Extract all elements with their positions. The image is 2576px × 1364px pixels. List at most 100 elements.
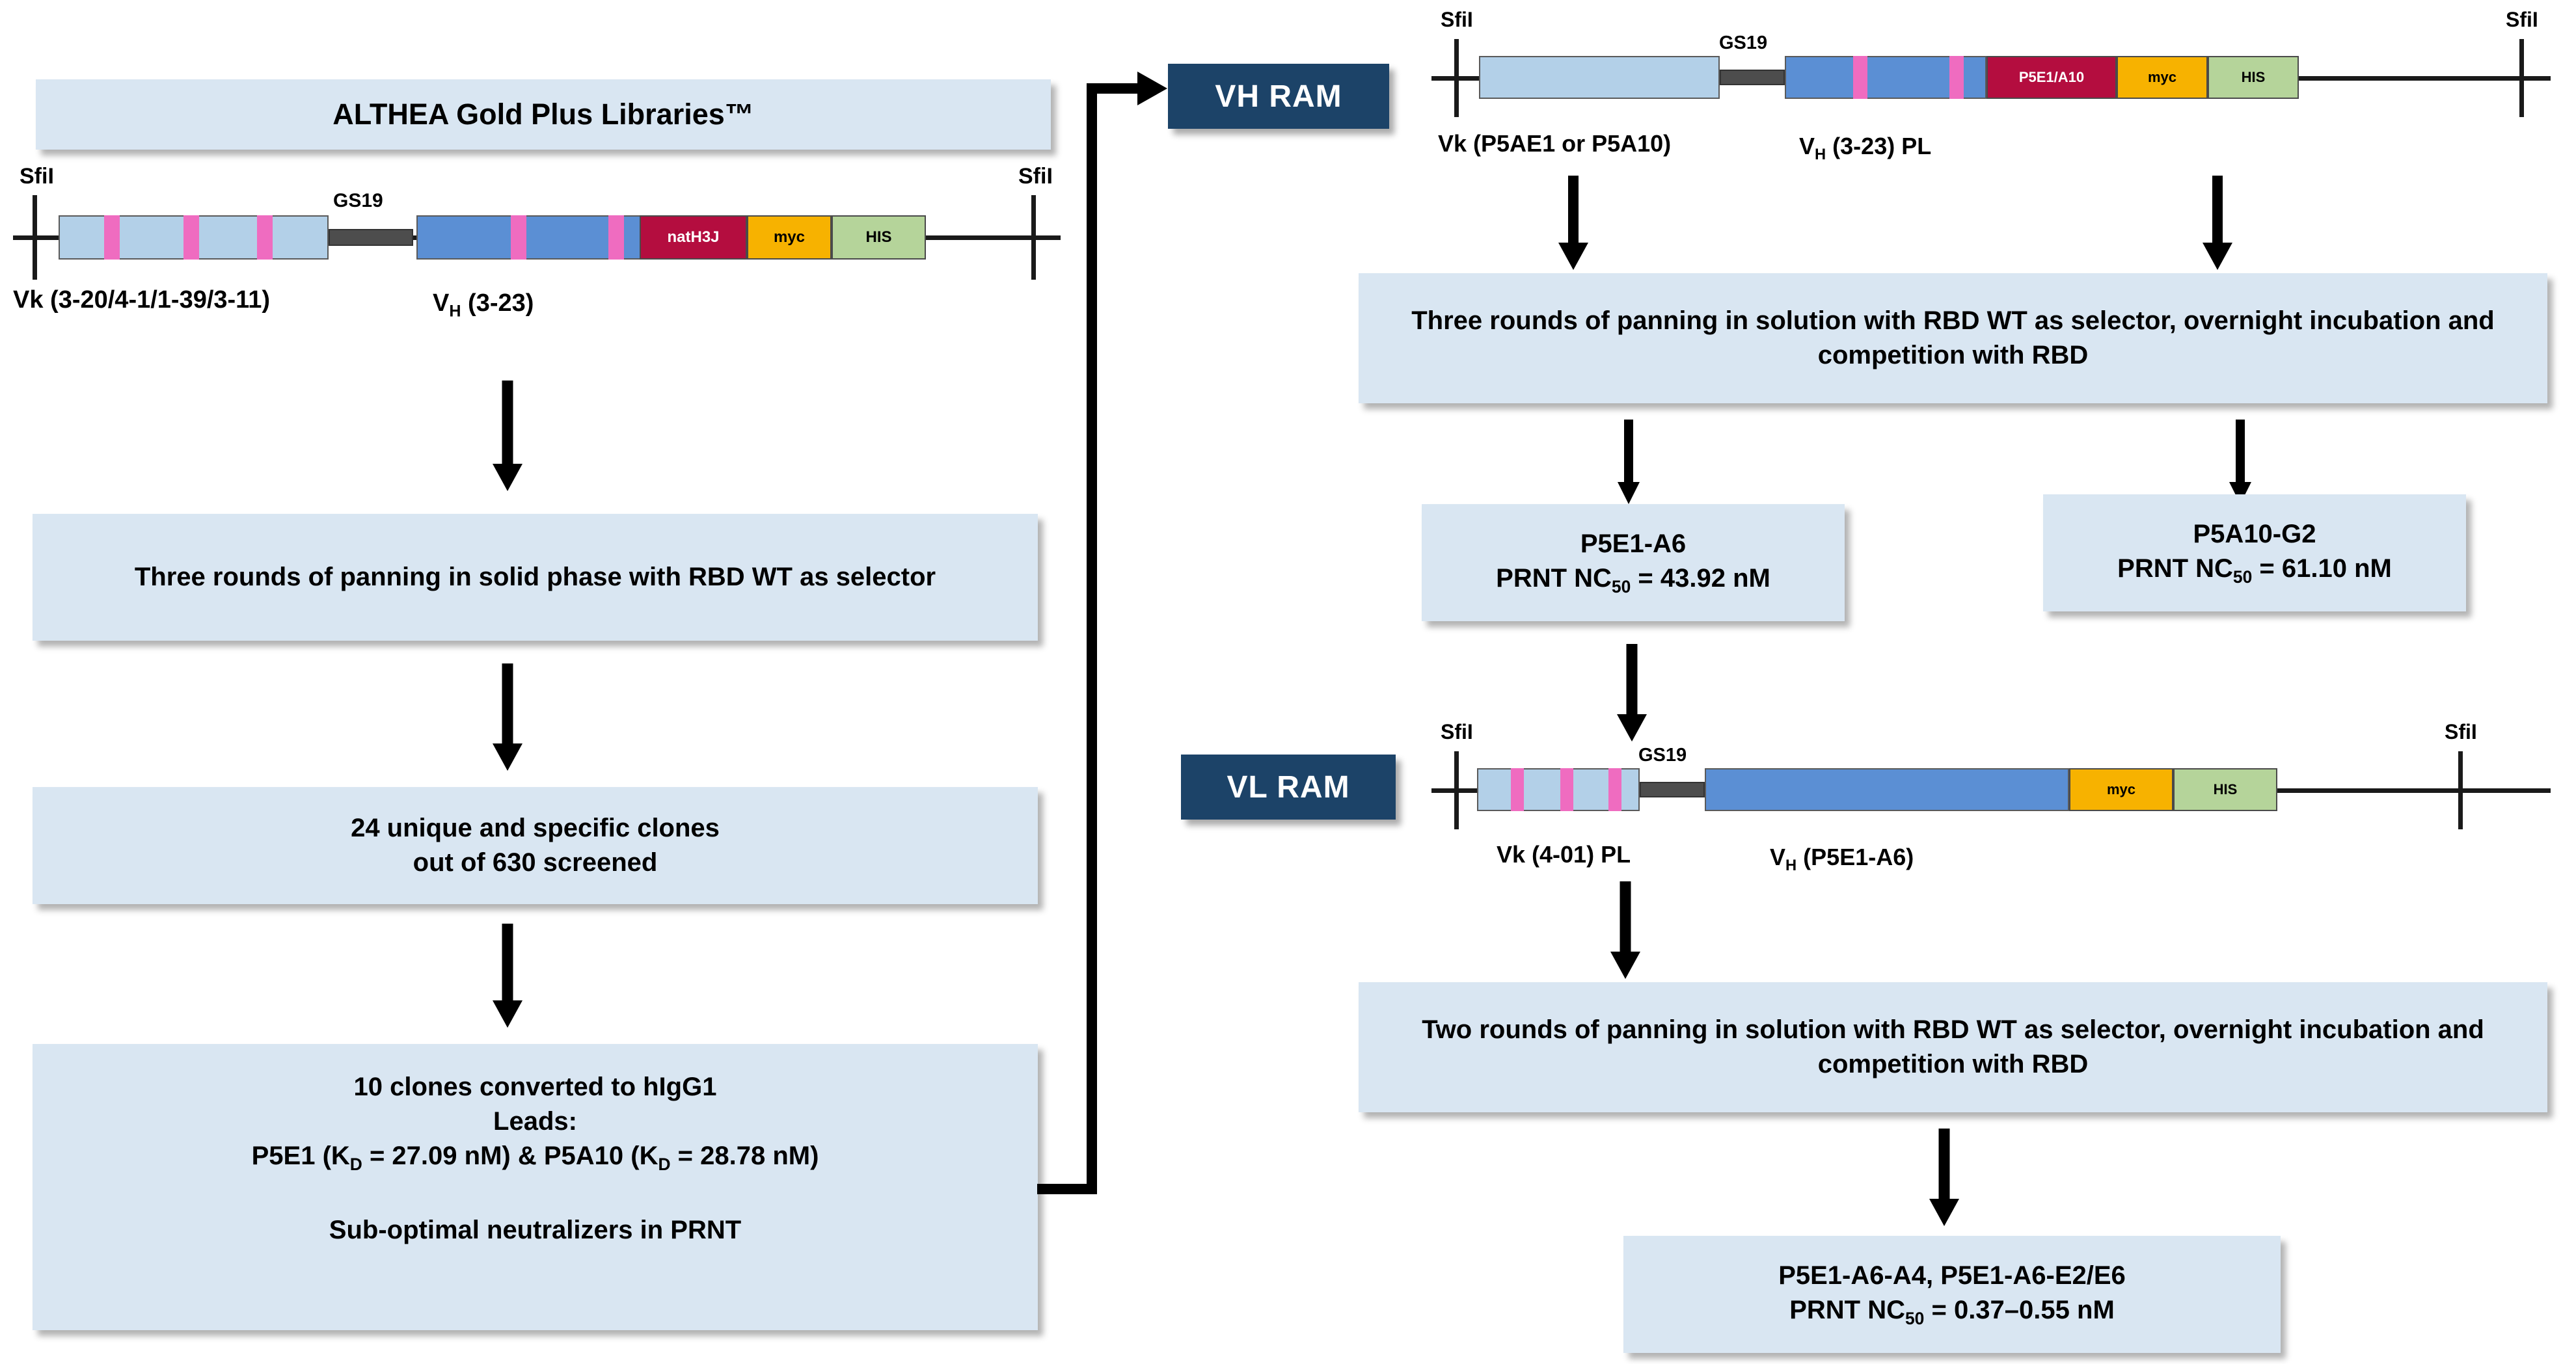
sfii-label-left: SfiI <box>1441 720 1473 743</box>
gs19-linker-block <box>1720 70 1785 85</box>
box-p5a10-g2-line2: PRNT NC50 = 61.10 nM <box>2117 552 2392 589</box>
gs19-label: GS19 <box>333 190 383 211</box>
box-p5e1-a6: P5E1-A6 PRNT NC50 = 43.92 nM <box>1422 504 1845 621</box>
badge-vl-ram: VL RAM <box>1181 755 1396 820</box>
box-two-rounds-in-solution-label: Two rounds of panning in solution with R… <box>1422 1015 2484 1078</box>
box-p5a10-g2-value: = 61.10 nM <box>2252 554 2392 583</box>
box-leads-line3: P5E1 (KD = 27.09 nM) & P5A10 (KD = 28.78… <box>252 1139 819 1176</box>
myc-segment-label: myc <box>773 228 806 246</box>
arrow-shaft <box>2236 420 2245 483</box>
box-final-leads-line1: P5E1-A6-A4, P5E1-A6-E2/E6 <box>1778 1261 2126 1290</box>
vh-domain-block <box>1705 768 2069 811</box>
sfii-cut-left <box>1454 751 1459 829</box>
vk-domain-caption-text: Vk (3-20/4-1/1-39/3-11) <box>13 286 271 314</box>
vh-domain-caption: VH (3-23) PL <box>1799 133 1931 164</box>
box-leads-hIgG1: 10 clones converted to hIgG1 Leads: P5E1… <box>33 1044 1038 1330</box>
box-p5e1-a6-prnt: PRNT NC <box>1496 563 1612 593</box>
cdr-bar-1 <box>1511 768 1524 811</box>
box-p5a10-g2: P5A10-G2 PRNT NC50 = 61.10 nM <box>2043 494 2466 611</box>
arrow-head <box>493 743 522 771</box>
box-three-rounds-solid-phase-label: Three rounds of panning in solid phase w… <box>134 563 936 592</box>
cdr-bar-1 <box>1853 56 1867 99</box>
badge-vh-ram: VH RAM <box>1168 64 1389 129</box>
arrow-shaft <box>1938 1129 1950 1203</box>
his-segment: HIS <box>2208 56 2299 99</box>
gs19-linker-block <box>1640 782 1705 797</box>
construct-althea-library: SfiI SfiI GS19 natH3J myc HIS Vk (3-20/4… <box>13 164 1061 321</box>
arrow-head <box>1617 714 1647 742</box>
connector-top-horizontal <box>1087 83 1145 94</box>
box-three-rounds-solid-phase: Three rounds of panning in solid phase w… <box>33 514 1038 641</box>
arrow-shaft <box>2212 176 2223 247</box>
his-segment-label: HIS <box>865 228 892 246</box>
nath3j-segment-label: natH3J <box>667 228 720 246</box>
arrow-panning-to-clones <box>488 663 527 771</box>
arrow-head <box>1618 482 1640 504</box>
arrow-to-p5e1-a6 <box>1614 420 1644 504</box>
myc-segment: myc <box>2117 56 2208 99</box>
arrow-shaft <box>1624 420 1633 483</box>
arrow-head <box>1929 1199 1959 1226</box>
box-three-rounds-in-solution: Three rounds of panning in solution with… <box>1359 273 2547 403</box>
box-leads-line3-sub1: D <box>349 1154 362 1174</box>
sfii-label-right: SfiI <box>1018 164 1053 189</box>
sfii-cut-left <box>33 195 37 280</box>
box-leads-line3-b: = 27.09 nM) & P5A10 (K <box>362 1141 658 1170</box>
myc-segment-label: myc <box>2147 69 2177 85</box>
connector-bottom-horizontal <box>1037 1184 1097 1194</box>
vk-domain-caption-text: Vk (4-01) PL <box>1497 841 1631 868</box>
cdr-bar-2 <box>1560 768 1573 811</box>
vh-domain-caption-rest: (3-23) <box>461 289 534 317</box>
cdr-bar-4 <box>511 215 526 260</box>
his-segment: HIS <box>832 215 926 260</box>
vh-domain-caption-v: V <box>433 289 450 317</box>
nath3j-segment: natH3J <box>640 215 747 260</box>
box-p5a10-g2-prnt: PRNT NC <box>2117 554 2233 583</box>
vh-domain-caption-v: V <box>1770 844 1786 870</box>
arrow-construct-to-panning <box>488 381 527 491</box>
box-leads-line2: Leads: <box>493 1106 577 1136</box>
arrow-p5e1-a6-to-vl-ram <box>1614 644 1650 742</box>
connector-vertical <box>1087 83 1097 1194</box>
title-box-althea-libraries: ALTHEA Gold Plus Libraries™ <box>36 79 1051 150</box>
box-unique-clones: 24 unique and specific clones out of 630… <box>33 787 1038 904</box>
vh-domain-caption: VH (P5E1-A6) <box>1770 844 1914 875</box>
vk-domain-block <box>1479 56 1720 99</box>
box-leads-line4: Sub-optimal neutralizers in PRNT <box>329 1216 742 1245</box>
vh-domain-caption-rest: (3-23) PL <box>1826 133 1932 159</box>
box-p5e1-a6-value: = 43.92 nM <box>1631 563 1770 593</box>
vh-domain-block <box>416 215 641 260</box>
gs19-label: GS19 <box>1719 33 1768 53</box>
vh-domain-caption-sub: H <box>449 302 461 321</box>
box-p5e1-a6-line1: P5E1-A6 <box>1580 529 1687 559</box>
his-segment-label: HIS <box>2241 69 2266 85</box>
vk-domain-caption-text: Vk (P5AE1 or P5A10) <box>1438 130 1672 157</box>
connector-arrow-head <box>1137 72 1167 105</box>
box-final-leads-sub: 50 <box>1905 1308 1925 1328</box>
gs19-linker-block <box>329 229 413 246</box>
arrow-head <box>493 1000 522 1028</box>
box-p5e1-a6-sub: 50 <box>1611 576 1631 596</box>
gs19-label: GS19 <box>1638 745 1687 766</box>
box-p5a10-g2-sub: 50 <box>2232 567 2253 587</box>
sfii-label-left: SfiI <box>1441 8 1473 31</box>
construct-vh-ram: SfiI SfiI GS19 P5E1/A10 myc HIS Vk (P5AE… <box>1431 8 2551 163</box>
arrow-shaft <box>1620 881 1631 956</box>
box-leads-line3-sub2: D <box>658 1154 671 1174</box>
vh-domain-caption-sub: H <box>1785 857 1797 875</box>
myc-segment: myc <box>747 215 832 260</box>
arrow-clones-to-leads <box>488 924 527 1028</box>
arrow-to-p5a10-g2 <box>2225 420 2255 504</box>
vk-domain-caption: Vk (3-20/4-1/1-39/3-11) <box>13 286 270 314</box>
badge-vl-ram-label: VL RAM <box>1227 769 1350 805</box>
vh-domain-caption: VH (3-23) <box>433 289 534 321</box>
sfii-label-left: SfiI <box>20 164 54 189</box>
cdr-bar-2 <box>1949 56 1964 99</box>
sfii-cut-right <box>1031 195 1036 280</box>
box-final-leads: P5E1-A6-A4, P5E1-A6-E2/E6 PRNT NC50 = 0.… <box>1623 1236 2281 1353</box>
box-final-leads-value: = 0.37–0.55 nM <box>1924 1295 2115 1324</box>
arrow-head <box>493 464 522 491</box>
cdr-bar-3 <box>1608 768 1621 811</box>
arrow-head <box>1610 952 1640 979</box>
